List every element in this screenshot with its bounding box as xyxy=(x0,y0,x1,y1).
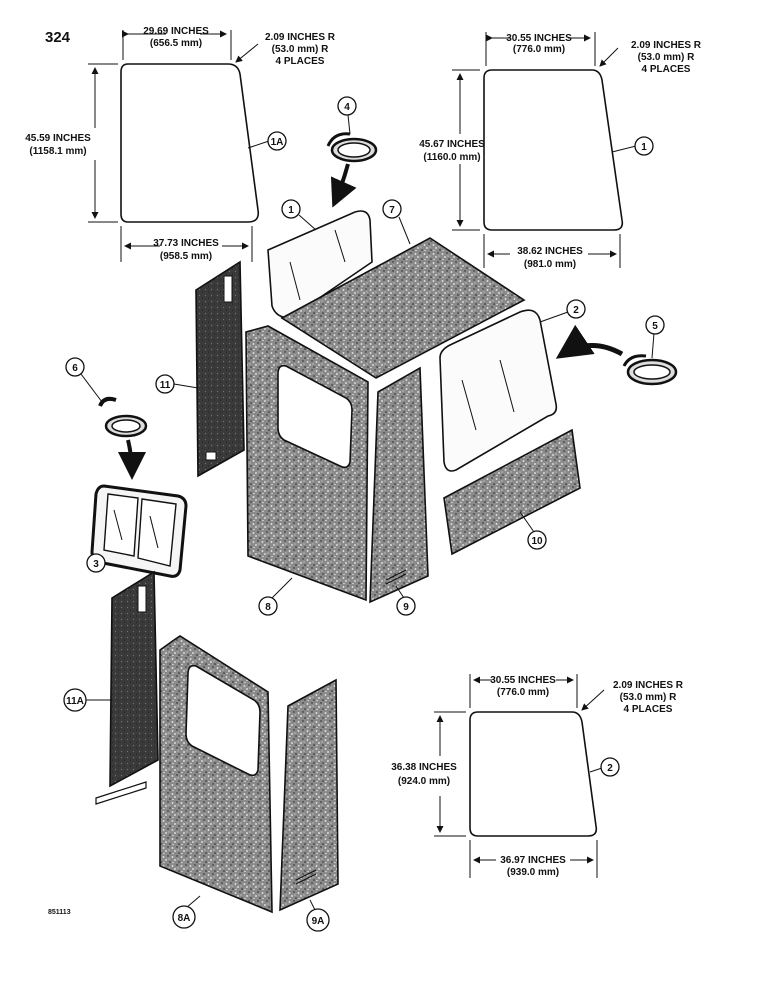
callout-7-label: 7 xyxy=(389,205,395,216)
callout-4 xyxy=(337,96,357,116)
callout-1-label: 1 xyxy=(641,142,647,153)
callout-5 xyxy=(645,315,665,335)
glass-1-bottom-width: 38.62 INCHES xyxy=(517,246,583,257)
glass-2-height: 36.38 INCHES xyxy=(391,762,457,773)
callout-8 xyxy=(258,596,278,616)
glass-1a-outline xyxy=(120,63,260,223)
callout-11 xyxy=(155,374,175,394)
glass-1-height-mm: (1160.0 mm) xyxy=(423,152,480,163)
panel-part-8a: 8A xyxy=(159,635,273,929)
callout-9-label: 9 xyxy=(403,602,409,613)
glass-1-radius-mm: (53.0 mm) R xyxy=(638,52,695,63)
page-number: 324 xyxy=(45,29,71,46)
glass-1a-top-width: 29.69 INCHES xyxy=(143,26,209,37)
glass-2-places: 4 PLACES xyxy=(624,704,673,715)
callout-3-label: 3 xyxy=(93,559,99,570)
callout-2-label: 2 xyxy=(607,763,613,774)
panel-part-9a: 9A xyxy=(279,678,339,932)
callout-5-label: 5 xyxy=(652,321,658,332)
glass-1a-bottom-width-mm: (958.5 mm) xyxy=(160,251,212,262)
glass-1-drawing: 30.55 INCHES (776.0 mm) 2.09 INCHES R (5… xyxy=(419,32,702,270)
callout-10 xyxy=(527,530,547,550)
side-panel-part-9 xyxy=(369,366,429,604)
callout-9a xyxy=(306,908,330,932)
glass-1-radius: 2.09 INCHES R xyxy=(631,40,702,51)
callout-9 xyxy=(396,596,416,616)
rear-glass-part-1 xyxy=(267,210,373,319)
glass-1a-top-width-mm: (656.5 mm) xyxy=(150,38,202,49)
glass-1-height: 45.67 INCHES xyxy=(419,139,485,150)
panel-part-11a: 11A xyxy=(63,570,159,805)
glass-1-top-width: 30.55 INCHES xyxy=(506,33,572,44)
glass-1a-drawing: 29.69 INCHES (656.5 mm) 2.09 INCHES R (5… xyxy=(25,26,336,262)
glass-2-radius: 2.09 INCHES R xyxy=(613,680,684,691)
callout-2-assembly-label: 2 xyxy=(573,305,579,316)
callout-1a-glass xyxy=(267,131,287,151)
callout-2-glass xyxy=(600,757,620,777)
side-glass-part-2 xyxy=(439,309,558,472)
roof-panel-part-7 xyxy=(280,237,526,379)
glass-1-outline xyxy=(483,69,624,231)
callout-2-assembly xyxy=(566,299,586,319)
callout-8a xyxy=(172,905,196,929)
glass-1a-radius-mm: (53.0 mm) R xyxy=(272,44,329,55)
glass-2-top-width: 30.55 INCHES xyxy=(490,675,556,686)
glass-1a-height: 45.59 INCHES xyxy=(25,133,91,144)
glass-1-places: 4 PLACES xyxy=(642,64,691,75)
glass-2-height-mm: (924.0 mm) xyxy=(398,776,450,787)
seal-part-5: 5 xyxy=(555,315,678,386)
callout-1-assembly xyxy=(281,199,301,219)
callout-7 xyxy=(382,199,402,219)
seal-part-6: 6 xyxy=(65,357,148,480)
glass-2-outline xyxy=(469,711,598,837)
callout-10-label: 10 xyxy=(531,536,543,547)
callout-4-label: 4 xyxy=(344,102,350,113)
cab-assembly: 1 7 2 10 8 9 xyxy=(245,199,586,616)
glass-1a-height-mm: (1158.1 mm) xyxy=(29,146,86,157)
glass-1a-bottom-width: 37.73 INCHES xyxy=(153,238,219,249)
glass-2-top-width-mm: (776.0 mm) xyxy=(497,687,549,698)
glass-1a-places: 4 PLACES xyxy=(276,56,325,67)
callout-3 xyxy=(86,553,106,573)
callout-8-label: 8 xyxy=(265,602,271,613)
callout-9a-label: 9A xyxy=(312,916,325,927)
callout-8a-label: 8A xyxy=(178,913,191,924)
glass-1-top-width-mm: (776.0 mm) xyxy=(513,44,565,55)
bottom-panel-part-10 xyxy=(443,428,581,556)
callout-6-label: 6 xyxy=(72,363,78,374)
callout-1a-label: 1A xyxy=(271,137,284,148)
glass-2-bottom-width-mm: (939.0 mm) xyxy=(507,867,559,878)
glass-2-bottom-width: 36.97 INCHES xyxy=(500,855,566,866)
callout-11-label: 11 xyxy=(160,380,171,391)
glass-2-radius-mm: (53.0 mm) R xyxy=(620,692,677,703)
callout-11a-label: 11A xyxy=(66,696,84,707)
figure-code: 851113 xyxy=(48,909,71,916)
callout-11a xyxy=(63,688,87,712)
glass-1-bottom-width-mm: (981.0 mm) xyxy=(524,259,576,270)
sliding-window-part-3: 3 xyxy=(86,484,188,578)
panel-part-11: 11 xyxy=(155,260,245,478)
seal-part-4: 4 xyxy=(326,96,378,208)
callout-6 xyxy=(65,357,85,377)
front-panel-window-opening xyxy=(277,364,353,469)
glass-1a-radius: 2.09 INCHES R xyxy=(265,32,336,43)
callout-1-assembly-label: 1 xyxy=(288,205,294,216)
glass-2-drawing: 30.55 INCHES (776.0 mm) 2.09 INCHES R (5… xyxy=(391,674,684,878)
callout-1-glass xyxy=(634,136,654,156)
